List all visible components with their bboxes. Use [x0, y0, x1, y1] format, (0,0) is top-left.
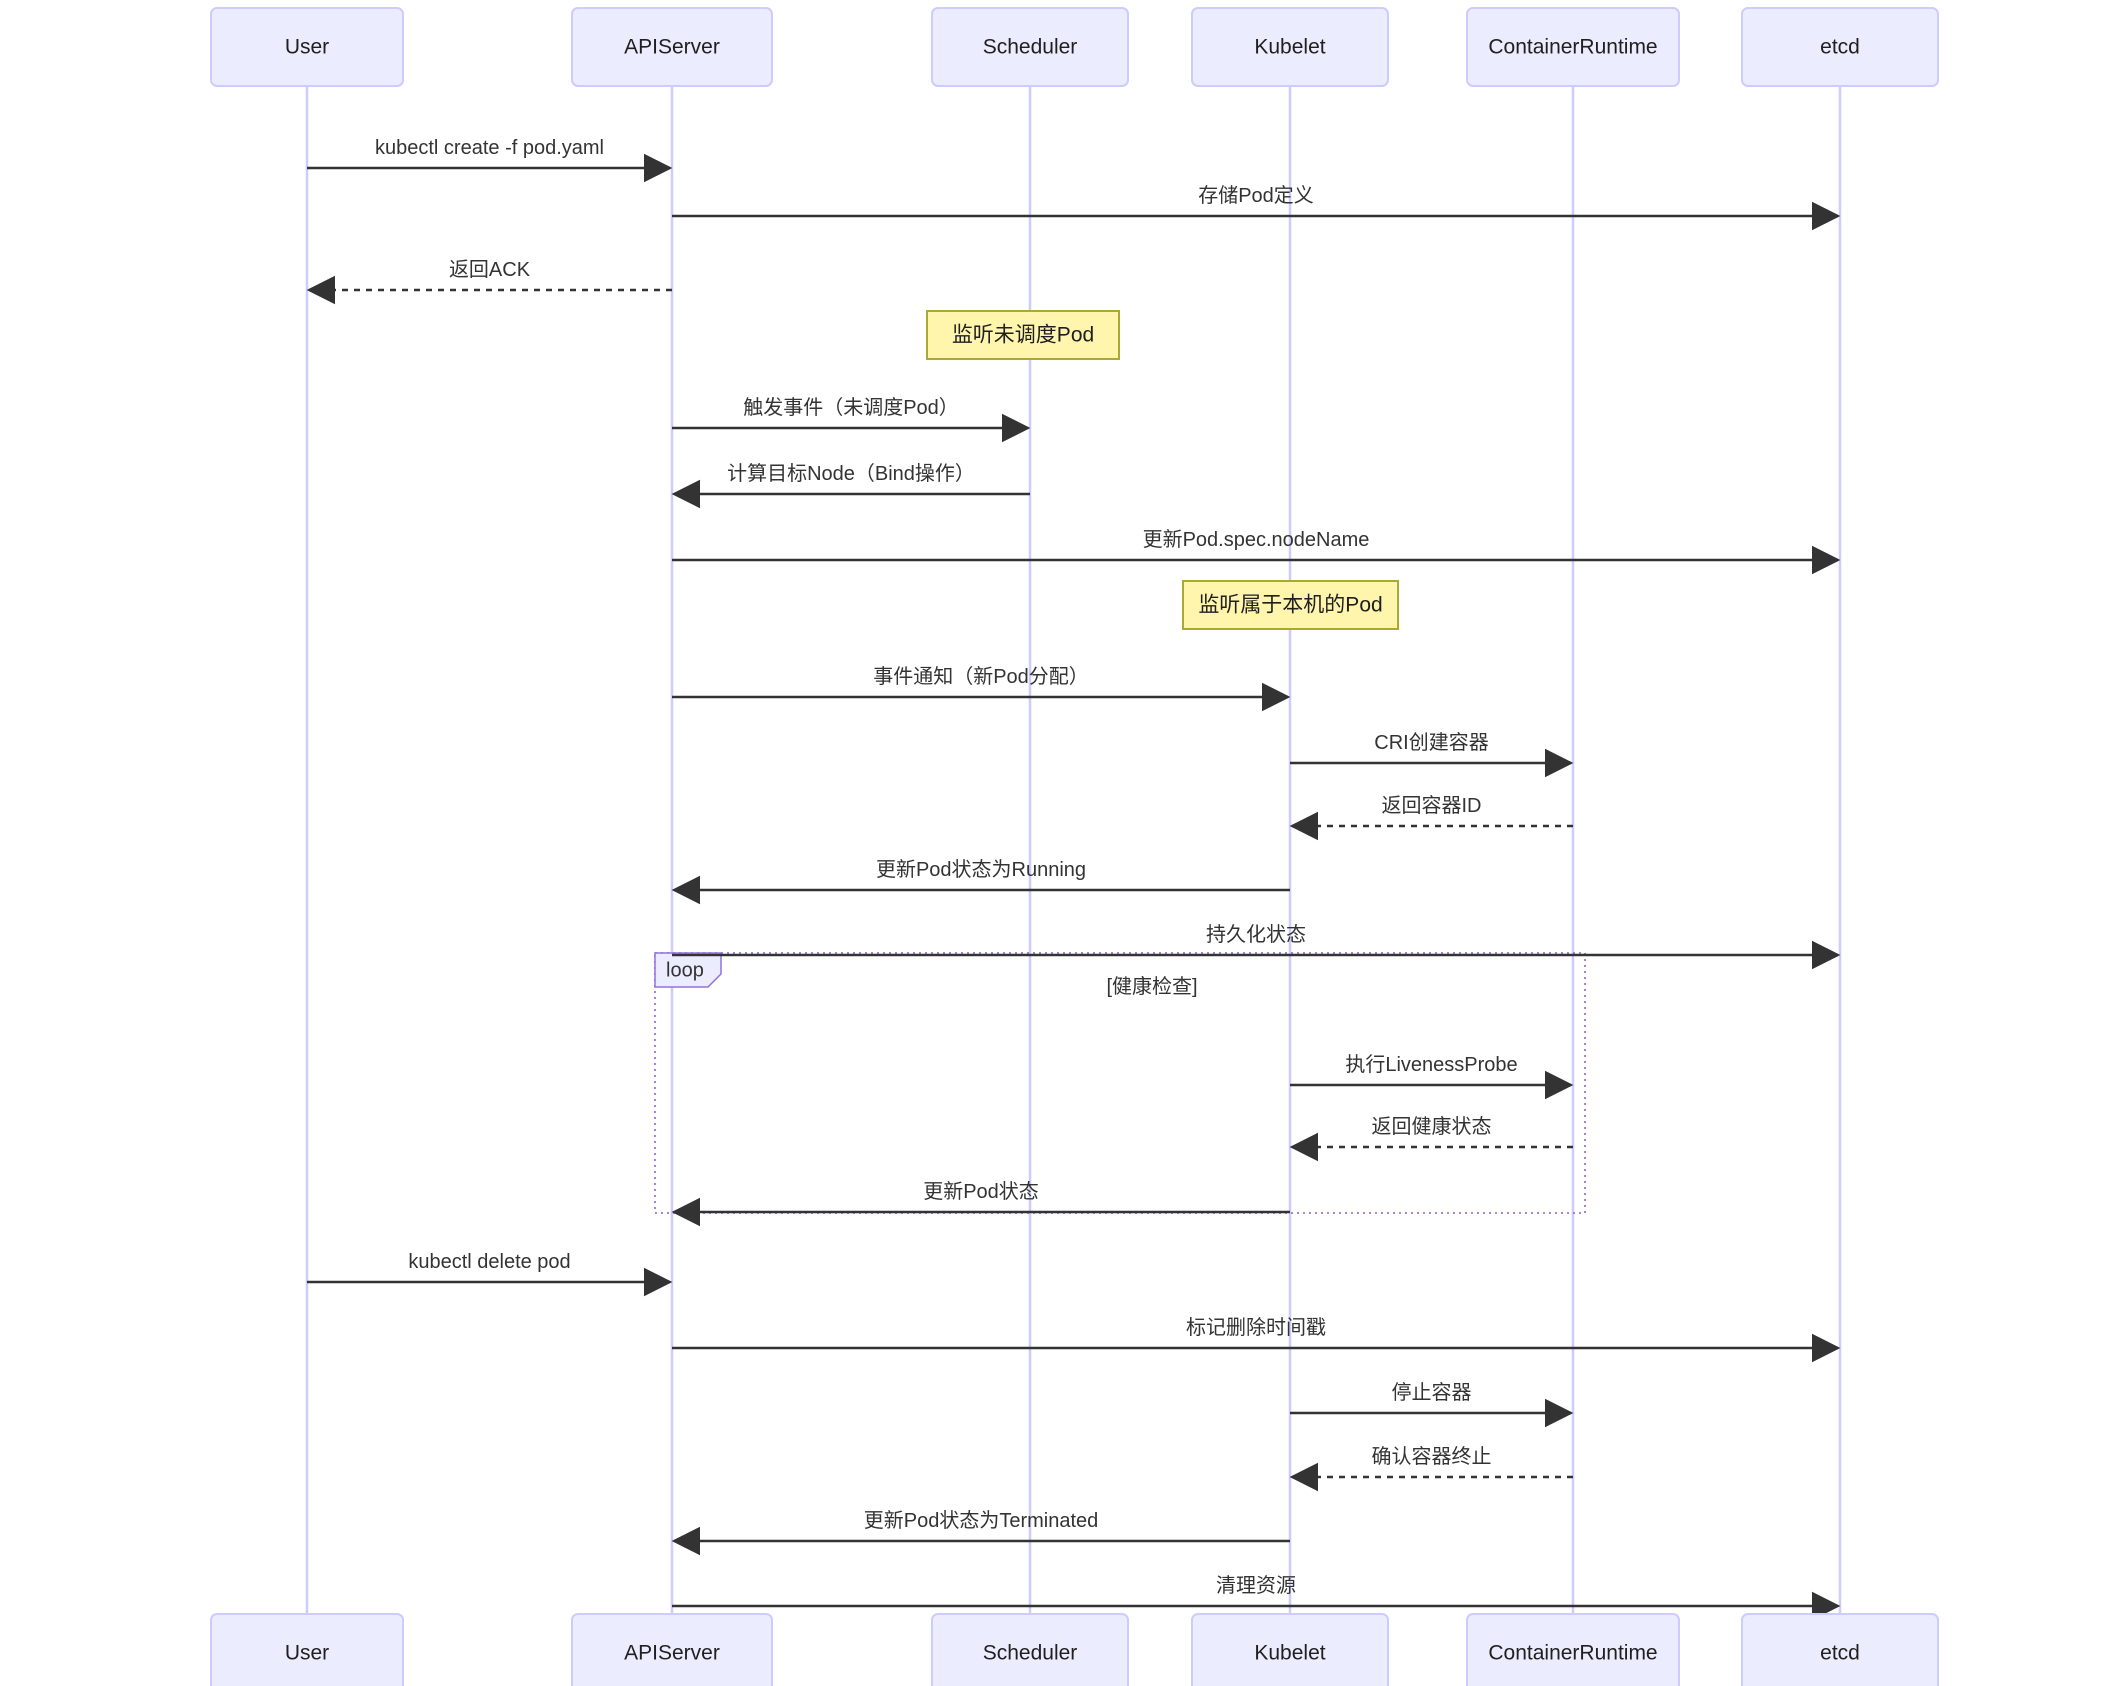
participant-box[interactable] [1466, 1613, 1680, 1686]
note-label: 监听未调度Pod [952, 324, 1094, 347]
message-label: 返回容器ID [1382, 794, 1482, 817]
message-label: kubectl delete pod [408, 1251, 570, 1273]
participant-containerruntime-top[interactable]: ContainerRuntime [1466, 7, 1680, 87]
loop-tab-label: loop [666, 959, 704, 981]
message-0: kubectl create -f pod.yaml [307, 137, 673, 183]
loop-tab [654, 952, 722, 988]
message-16: 停止容器 [1290, 1381, 1574, 1428]
message-label: 更新Pod状态为Running [876, 858, 1086, 881]
message-3: 触发事件（未调度Pod） [672, 396, 1031, 443]
participant-label: User [285, 36, 329, 59]
message-label: 返回健康状态 [1372, 1115, 1492, 1138]
message-8: 返回容器ID [1289, 794, 1573, 841]
participant-box[interactable] [1741, 7, 1939, 87]
participant-label: APIServer [624, 1642, 720, 1665]
participant-headers-bottom: User APIServer Scheduler Kubelet ContainerRu… [210, 1613, 1939, 1686]
note-box [1182, 580, 1399, 630]
message-label: 持久化状态 [1206, 923, 1306, 946]
message-18: 更新Pod状态为Terminated [671, 1509, 1290, 1556]
participant-label: Kubelet [1254, 36, 1325, 59]
message-5: 更新Pod.spec.nodeName [672, 528, 1841, 575]
loop-fragments-group: loop [健康检查] [654, 952, 1586, 1214]
message-9: 更新Pod状态为Running [671, 858, 1290, 905]
participant-scheduler-bottom[interactable]: Scheduler [931, 1613, 1129, 1686]
participant-box[interactable] [931, 7, 1129, 87]
participant-box[interactable] [931, 1613, 1129, 1686]
participant-box[interactable] [571, 7, 773, 87]
participant-user-top[interactable]: User [210, 7, 404, 87]
participant-label: Scheduler [983, 36, 1078, 59]
message-label: 更新Pod状态 [923, 1180, 1039, 1203]
participant-headers-top: User APIServer Scheduler Kubelet ContainerRu… [210, 7, 1939, 87]
participant-box[interactable] [1191, 1613, 1389, 1686]
loop-boundary [654, 952, 1586, 1214]
participant-box[interactable] [210, 1613, 404, 1686]
participant-etcd-top[interactable]: etcd [1741, 7, 1939, 87]
participant-kubelet-bottom[interactable]: Kubelet [1191, 1613, 1389, 1686]
message-label: CRI创建容器 [1374, 731, 1488, 754]
message-label: 计算目标Node（Bind操作） [727, 462, 975, 485]
note-label: 监听属于本机的Pod [1198, 594, 1382, 617]
message-2: 返回ACK [306, 258, 672, 305]
message-19: 清理资源 [672, 1574, 1841, 1621]
participant-box[interactable] [210, 7, 404, 87]
message-label: 清理资源 [1216, 1574, 1296, 1597]
message-6: 事件通知（新Pod分配） [672, 665, 1291, 712]
message-12: 返回健康状态 [1289, 1115, 1573, 1162]
participant-label: ContainerRuntime [1488, 1642, 1657, 1665]
message-15: 标记删除时间戳 [672, 1316, 1841, 1363]
message-label: 更新Pod.spec.nodeName [1143, 528, 1370, 551]
participant-box[interactable] [1191, 7, 1389, 87]
participant-kubelet-top[interactable]: Kubelet [1191, 7, 1389, 87]
message-label: 触发事件（未调度Pod） [743, 396, 959, 419]
participant-label: Scheduler [983, 1642, 1078, 1665]
participant-label: APIServer [624, 36, 720, 59]
participant-label: etcd [1820, 1642, 1860, 1665]
message-17: 确认容器终止 [1289, 1445, 1573, 1492]
participant-label: ContainerRuntime [1488, 36, 1657, 59]
message-label: 事件通知（新Pod分配） [873, 665, 1089, 688]
message-label: 存储Pod定义 [1198, 184, 1314, 207]
message-11: 执行LivenessProbe [1290, 1053, 1574, 1100]
note-over-scheduler: 监听未调度Pod [926, 310, 1120, 360]
participant-containerruntime-bottom[interactable]: ContainerRuntime [1466, 1613, 1680, 1686]
message-4: 计算目标Node（Bind操作） [671, 462, 1030, 509]
participant-apiserver-top[interactable]: APIServer [571, 7, 773, 87]
message-label: 标记删除时间戳 [1186, 1316, 1326, 1339]
message-13: 更新Pod状态 [671, 1180, 1290, 1227]
message-10: 持久化状态 [672, 923, 1841, 970]
message-14: kubectl delete pod [307, 1251, 673, 1297]
participant-label: User [285, 1642, 329, 1665]
message-label: 停止容器 [1392, 1381, 1472, 1404]
message-label: 确认容器终止 [1372, 1445, 1492, 1468]
participant-user-bottom[interactable]: User [210, 1613, 404, 1686]
message-1: 存储Pod定义 [672, 184, 1841, 231]
fragment-loop: loop [健康检查] [654, 952, 1586, 1214]
participant-box[interactable] [1466, 7, 1680, 87]
loop-condition-label: [健康检查] [1106, 975, 1197, 998]
message-label: kubectl create -f pod.yaml [375, 137, 604, 159]
participant-box[interactable] [571, 1613, 773, 1686]
note-box [926, 310, 1120, 360]
message-7: CRI创建容器 [1290, 731, 1574, 778]
participant-label: etcd [1820, 36, 1860, 59]
notes-group: 监听未调度Pod 监听属于本机的Pod [926, 310, 1399, 630]
message-label: 执行LivenessProbe [1345, 1053, 1517, 1076]
message-label: 返回ACK [449, 258, 531, 281]
message-label: 更新Pod状态为Terminated [864, 1509, 1099, 1532]
note-over-kubelet: 监听属于本机的Pod [1182, 580, 1399, 630]
participant-scheduler-top[interactable]: Scheduler [931, 7, 1129, 87]
participant-etcd-bottom[interactable]: etcd [1741, 1613, 1939, 1686]
participant-apiserver-bottom[interactable]: APIServer [571, 1613, 773, 1686]
participant-box[interactable] [1741, 1613, 1939, 1686]
participant-label: Kubelet [1254, 1642, 1325, 1665]
